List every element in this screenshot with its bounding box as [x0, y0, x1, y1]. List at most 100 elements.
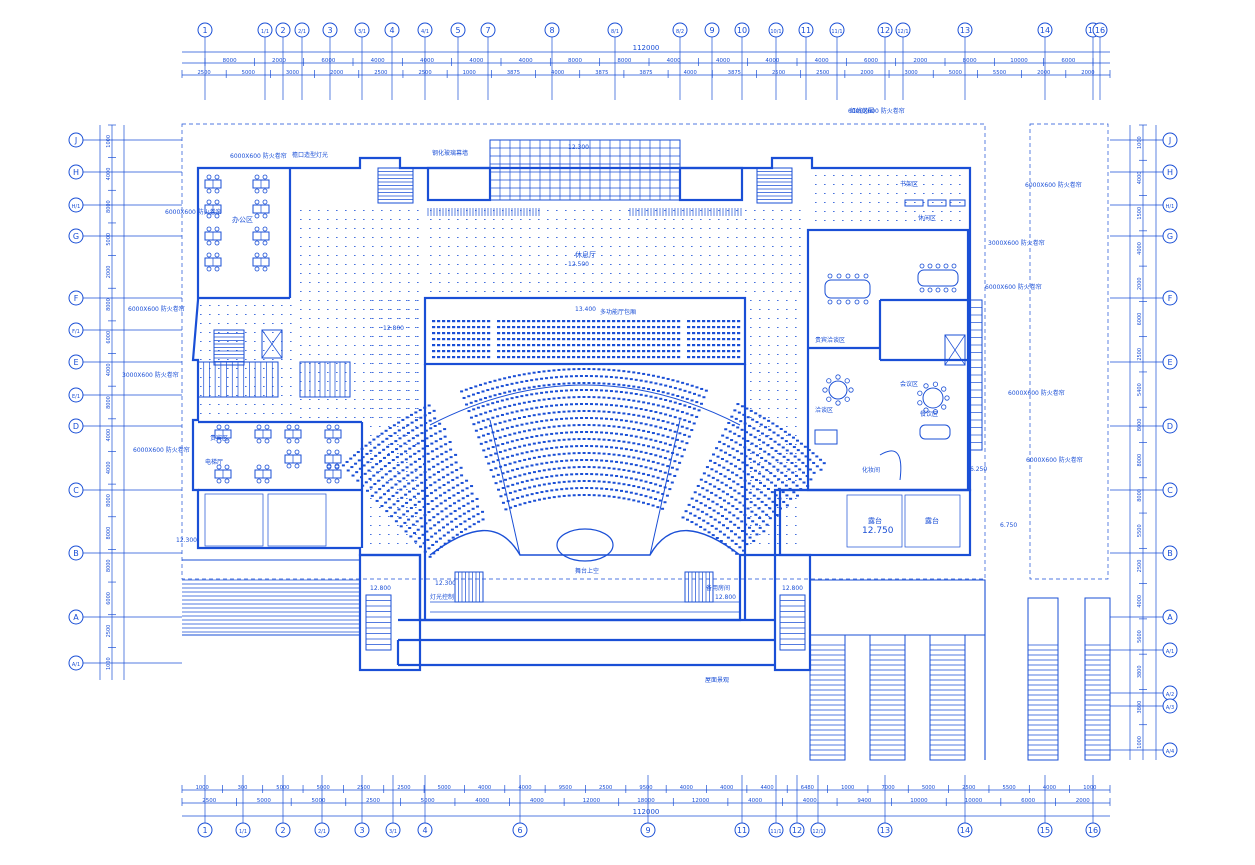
callout-labels: 6000X600 防火卷帘 6000X600 防火卷帘 6000X600 防火卷…	[122, 107, 1083, 464]
dimension-text: 4000	[518, 785, 531, 791]
dimension-text: 6000	[321, 58, 335, 64]
grid-bubble-label: 4	[389, 26, 394, 35]
elevation-mark: 13.400	[575, 306, 596, 313]
dimension-text: 4000	[815, 58, 829, 64]
dimension-text: 2500	[599, 785, 612, 791]
callout: 6000X600 防火卷帘	[128, 305, 185, 313]
grid-bubble-label: 10	[737, 26, 747, 35]
building-walls	[191, 139, 972, 672]
dimension-text: 5500	[1137, 524, 1143, 537]
grid-bubble-left: E/1	[68, 387, 84, 403]
grid-bubble-right: A/1	[1162, 642, 1178, 658]
dimension-text: 1000	[463, 70, 476, 76]
grid-bubble-bottom: 1/1	[235, 822, 251, 838]
top-total-dim: 112000	[633, 44, 660, 52]
dimension-text: 3800	[1137, 701, 1143, 714]
grid-bubble-label: 1	[202, 826, 207, 835]
grid-bubble-right: G	[1162, 228, 1178, 244]
label-meeting: 会议区	[900, 380, 918, 388]
site-boundary	[181, 123, 1109, 580]
dimension-text: 2000	[272, 58, 286, 64]
grid-bubble-label: A	[1167, 613, 1173, 622]
grid-bubble-right: E	[1162, 354, 1178, 370]
label-dining: 餐饮区	[920, 410, 938, 418]
grid-bubble-label: 14	[1040, 26, 1050, 35]
grid-bubble-bottom: 3/1	[385, 822, 401, 838]
dimension-text: 2000	[1037, 70, 1050, 76]
dimension-text: 4000	[530, 798, 544, 804]
dimension-text: 8000	[106, 396, 112, 409]
grid-bubble-label: 4	[422, 826, 427, 835]
dimension-text: 1500	[1137, 207, 1143, 220]
dimension-text: 4000	[1137, 242, 1143, 255]
dimension-text: 3875	[507, 70, 520, 76]
dimension-text: 3800	[1137, 665, 1143, 678]
dimension-text: 1000	[1137, 136, 1143, 149]
dimension-text: 4400	[760, 785, 773, 791]
dimension-text: 9500	[559, 785, 572, 791]
grid-bubble-bottom: 13	[877, 822, 893, 838]
dimension-text: 2500	[374, 70, 387, 76]
grid-bubble-top: 8/2	[672, 22, 688, 38]
grid-bubble-bottom: 3	[354, 822, 370, 838]
dimension-text: 5000	[106, 233, 112, 246]
grid-bubble-top: 5	[450, 22, 466, 38]
elevation-mark: 12.500	[568, 261, 589, 268]
dimension-text: 5000	[311, 798, 325, 804]
dimension-text: 4000	[1043, 785, 1056, 791]
bottom-total-dim: 112000	[633, 808, 660, 816]
grid-bubble-label: 14	[960, 826, 970, 835]
grid-bubble-label: 3	[327, 26, 332, 35]
label-reception: 洽谈区	[815, 406, 833, 414]
grid-bubble-label: 16	[1095, 26, 1105, 35]
dimension-text: 5400	[1137, 383, 1143, 396]
grid-bubble-label: H	[1167, 168, 1173, 177]
grid-bubble-bottom: 15	[1037, 822, 1053, 838]
elevation-mark: 12.300	[568, 144, 589, 151]
grid-bubble-label: 13	[880, 826, 890, 835]
dimension-text: 4000	[106, 461, 112, 474]
dimension-text: 6480	[801, 785, 814, 791]
grid-bubble-label: 16	[1088, 826, 1098, 835]
grid-bubble-top: 8	[544, 22, 560, 38]
grid-bubble-label: 9	[645, 826, 650, 835]
grid-bubble-right: C	[1162, 482, 1178, 498]
grid-bubble-bottom: 12	[789, 822, 805, 838]
label-lobby-left: 贵宾区	[210, 434, 228, 442]
dimension-text: 4000	[478, 785, 491, 791]
grid-bubble-label: 11	[801, 26, 811, 35]
grid-bubble-label: F	[1168, 294, 1173, 303]
grid-bubble-bottom: 16	[1085, 822, 1101, 838]
dimension-text: 6000	[1021, 798, 1035, 804]
grid-bubble-label: 7	[485, 26, 490, 35]
dimension-text: 5000	[421, 798, 435, 804]
grid-bubble-label: B	[1167, 549, 1173, 558]
grid-bubble-right: A/2	[1162, 685, 1178, 701]
grid-bubble-label: 3	[359, 826, 364, 835]
right-dimension-lines: 1000400015004000200060002500540080008000…	[1129, 124, 1157, 760]
dimension-text: 1000	[1083, 785, 1096, 791]
grid-bubble-label: H	[73, 168, 79, 177]
dimension-text: 4000	[803, 798, 817, 804]
elevation-marks: 12.300 13.400 12.500 12.800 12.800 12.75…	[176, 144, 1017, 601]
dimension-text: 5000	[949, 70, 962, 76]
dimension-text: 2500	[202, 798, 216, 804]
grid-bubble-label: E	[73, 358, 78, 367]
grid-bubble-label: 1/1	[261, 29, 269, 35]
dimension-text: 2500	[366, 798, 380, 804]
floor-tile-pattern	[200, 175, 961, 544]
grid-bubble-label: B	[73, 549, 79, 558]
stair-icon	[197, 167, 983, 651]
grid-bubble-label: A/3	[1166, 705, 1174, 711]
grid-bubble-label: H/1	[72, 204, 81, 210]
grid-bubble-label: 3/1	[389, 829, 397, 835]
dimension-text: 4000	[420, 58, 434, 64]
grid-bubble-top: 11	[798, 22, 814, 38]
dimension-text: 2000	[106, 266, 112, 279]
elevation-mark: 12.300	[435, 580, 456, 587]
dimension-text: 3875	[595, 70, 608, 76]
dimension-text: 4000	[684, 70, 697, 76]
grid-bubble-top: 7	[480, 22, 496, 38]
